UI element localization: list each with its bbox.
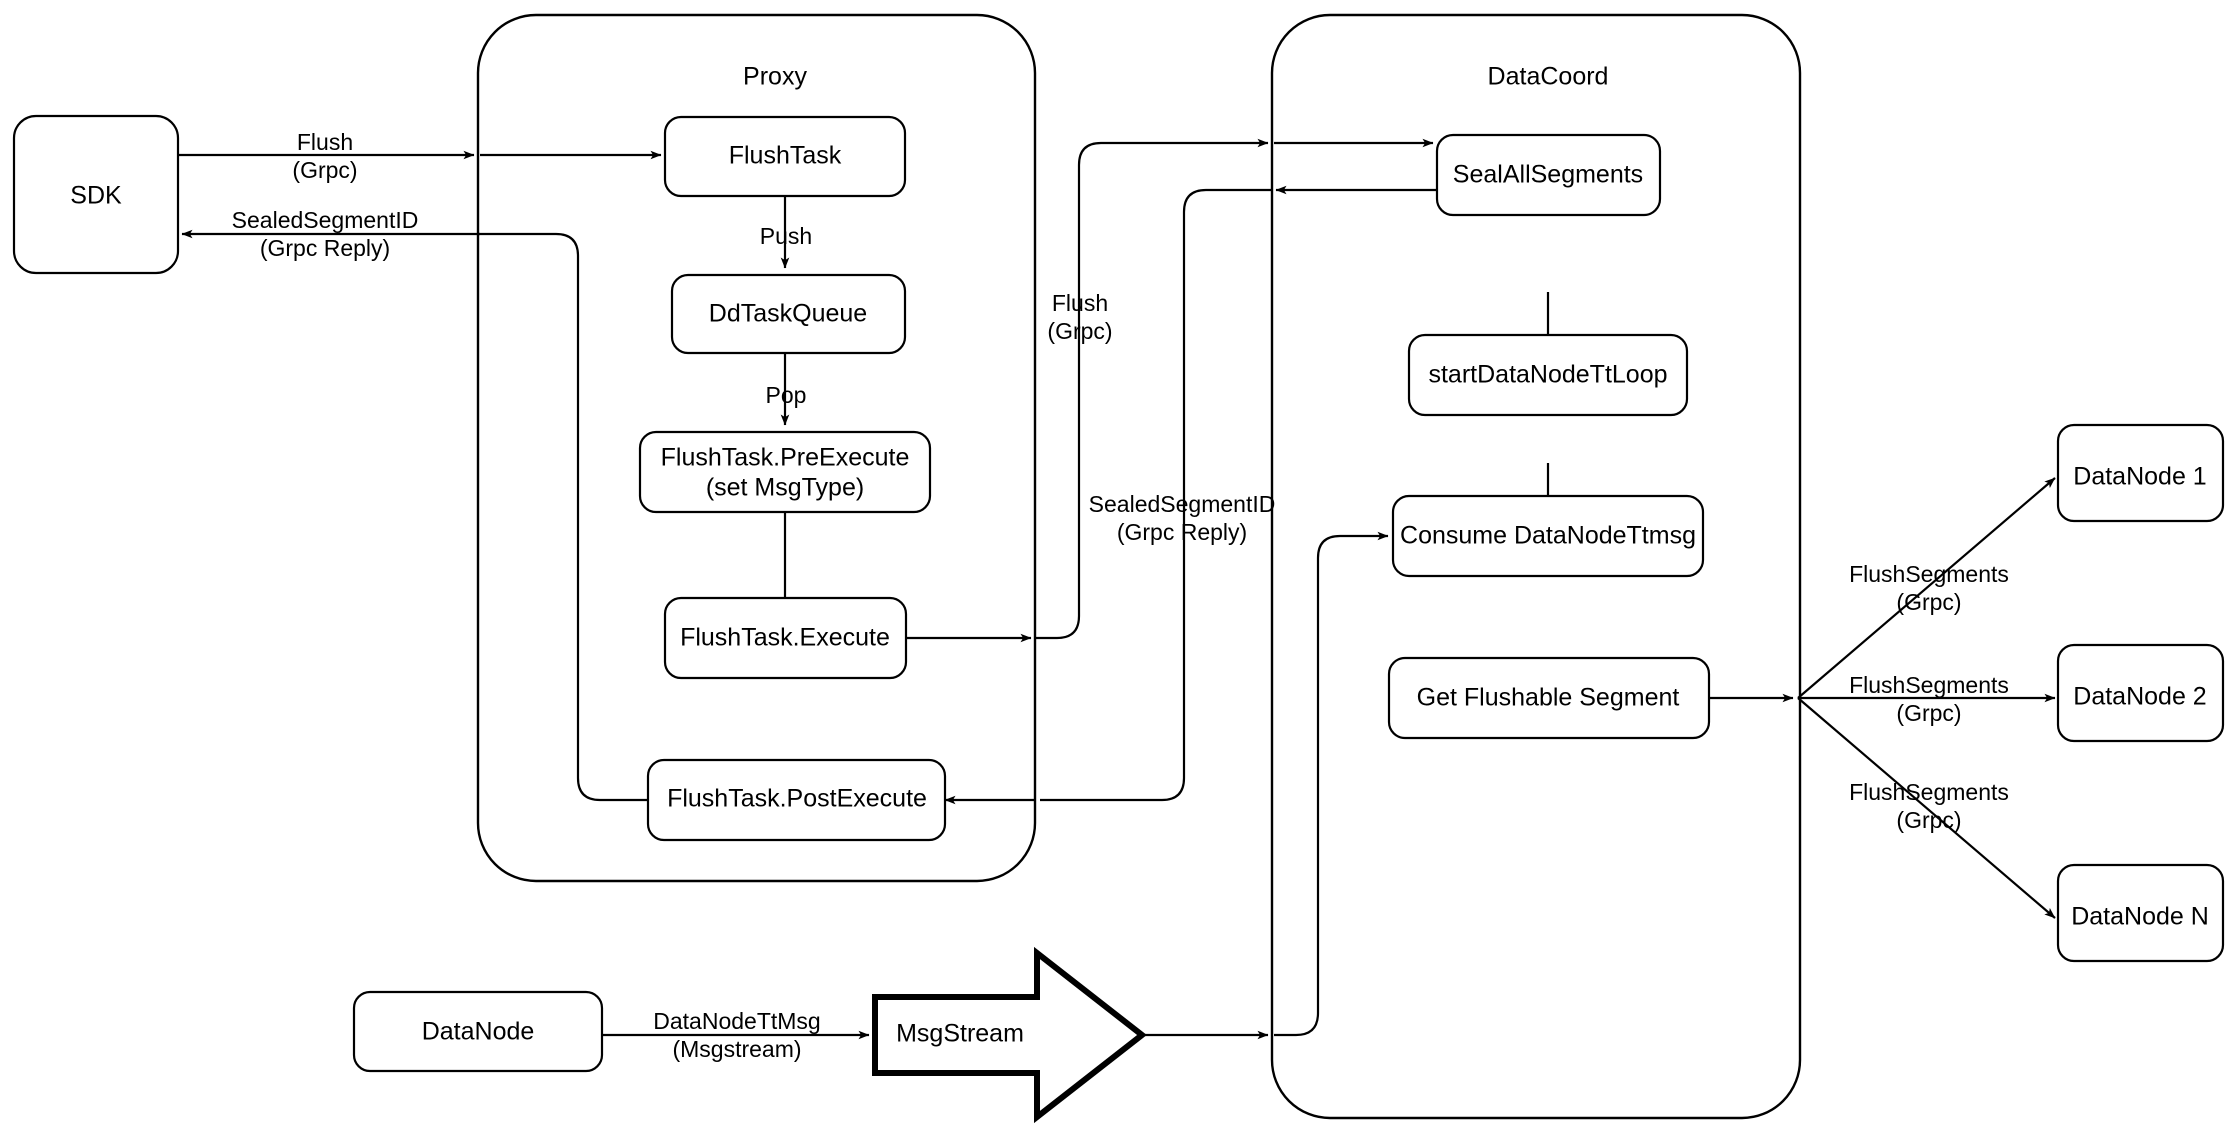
datanode-source-box — [352, 990, 604, 1073]
label-flushsegments-1-line1: FlushSegments — [1849, 561, 2009, 587]
postexecute-label: FlushTask.PostExecute — [667, 785, 927, 813]
consume-datanodettmsg-label: Consume DataNodeTtmsg — [1400, 522, 1696, 550]
datanode-1-box — [2056, 423, 2225, 523]
sealallsegments-box — [1435, 133, 1662, 217]
datanode-2-box — [2056, 643, 2225, 743]
node-msgstream[interactable]: MsgStream — [872, 946, 1147, 1124]
node-sdk[interactable]: SDK — [12, 114, 180, 275]
datanode-n-label: DataNode N — [2071, 903, 2209, 931]
preexecute-box — [638, 430, 932, 514]
node-flushtask-preexecute[interactable]: FlushTask.PreExecute (set MsgType) — [638, 430, 932, 514]
datanode-source-label: DataNode — [422, 1018, 535, 1046]
edge-postexecute-to-proxy-boundary — [478, 232, 657, 802]
execute-label: FlushTask.Execute — [680, 624, 890, 652]
get-flushable-segment-label: Get Flushable Segment — [1417, 684, 1680, 712]
label-flush-grpc-line1: Flush — [297, 129, 353, 155]
msgstream-arrow-shape — [872, 946, 1147, 1124]
label-sealedsegmentid-reply-line2: (Grpc Reply) — [260, 235, 390, 261]
node-startdatanodettloop[interactable]: startDataNodeTtLoop — [1407, 333, 1689, 417]
edge-datacoord-boundary-to-consume — [1274, 531, 1389, 1037]
get-flushable-segment-box — [1387, 656, 1711, 740]
ddtaskqueue-label: DdTaskQueue — [709, 300, 867, 328]
node-get-flushable-segment[interactable]: Get Flushable Segment — [1387, 656, 1711, 740]
label-pop: Pop — [766, 382, 807, 408]
datanode-1-label: DataNode 1 — [2073, 463, 2206, 491]
label-datacoord-proxy-sealed-line1: SealedSegmentID — [1089, 491, 1276, 517]
label-proxy-datacoord-flush-line1: Flush — [1052, 290, 1108, 316]
sdk-box — [12, 114, 180, 275]
startdatanodettloop-box — [1407, 333, 1689, 417]
node-datanode-2[interactable]: DataNode 2 — [2056, 643, 2225, 743]
node-datanode-1[interactable]: DataNode 1 — [2056, 423, 2225, 523]
node-flushtask[interactable]: FlushTask — [663, 115, 907, 198]
node-flushtask-execute[interactable]: FlushTask.Execute — [663, 596, 908, 680]
edge-fanout-to-datanode-n — [1797, 697, 2056, 919]
msgstream-label: MsgStream — [896, 1020, 1024, 1048]
label-flushsegments-1-line2: (Grpc) — [1896, 589, 1961, 615]
label-datacoord-proxy-sealed-line2: (Grpc Reply) — [1117, 519, 1247, 545]
node-consume-datanodettmsg[interactable]: Consume DataNodeTtmsg — [1391, 494, 1705, 578]
label-push: Push — [760, 223, 812, 249]
postexecute-box — [646, 758, 947, 842]
node-flushtask-postexecute[interactable]: FlushTask.PostExecute — [646, 758, 947, 842]
flushtask-label: FlushTask — [729, 142, 842, 170]
sdk-label: SDK — [70, 182, 122, 210]
proxy-container-title: Proxy — [743, 63, 807, 91]
label-flush-grpc-line2: (Grpc) — [292, 157, 357, 183]
consume-datanodettmsg-box — [1391, 494, 1705, 578]
preexecute-label-line2: (set MsgType) — [706, 474, 864, 502]
node-sealallsegments[interactable]: SealAllSegments — [1435, 133, 1662, 217]
edge-proxy-to-datacoord-flush — [1036, 138, 1269, 640]
edge-datacoord-to-proxy-sealedsegmentid — [1040, 188, 1272, 802]
label-flushsegments-2-line2: (Grpc) — [1896, 700, 1961, 726]
sealallsegments-label: SealAllSegments — [1453, 161, 1643, 189]
execute-box — [663, 596, 908, 680]
label-datanodettmsg-line1: DataNodeTtMsg — [653, 1008, 820, 1034]
datacoord-container-title: DataCoord — [1488, 63, 1609, 91]
datanode-2-label: DataNode 2 — [2073, 683, 2206, 711]
startdatanodettloop-label: startDataNodeTtLoop — [1428, 361, 1667, 389]
flushtask-box — [663, 115, 907, 198]
node-datanode-n[interactable]: DataNode N — [2056, 863, 2225, 963]
label-flushsegments-n-line2: (Grpc) — [1896, 807, 1961, 833]
label-proxy-datacoord-flush-line2: (Grpc) — [1047, 318, 1112, 344]
label-flushsegments-2-line1: FlushSegments — [1849, 672, 2009, 698]
node-ddtaskqueue[interactable]: DdTaskQueue — [670, 273, 907, 355]
ddtaskqueue-box — [670, 273, 907, 355]
node-datanode-source[interactable]: DataNode — [352, 990, 604, 1073]
label-datanodettmsg-line2: (Msgstream) — [672, 1036, 801, 1062]
datanode-n-box — [2056, 863, 2225, 963]
label-sealedsegmentid-reply-line1: SealedSegmentID — [232, 207, 419, 233]
preexecute-label-line1: FlushTask.PreExecute — [661, 444, 910, 472]
label-flushsegments-n-line1: FlushSegments — [1849, 779, 2009, 805]
edge-fanout-to-datanode-1 — [1797, 477, 2056, 699]
